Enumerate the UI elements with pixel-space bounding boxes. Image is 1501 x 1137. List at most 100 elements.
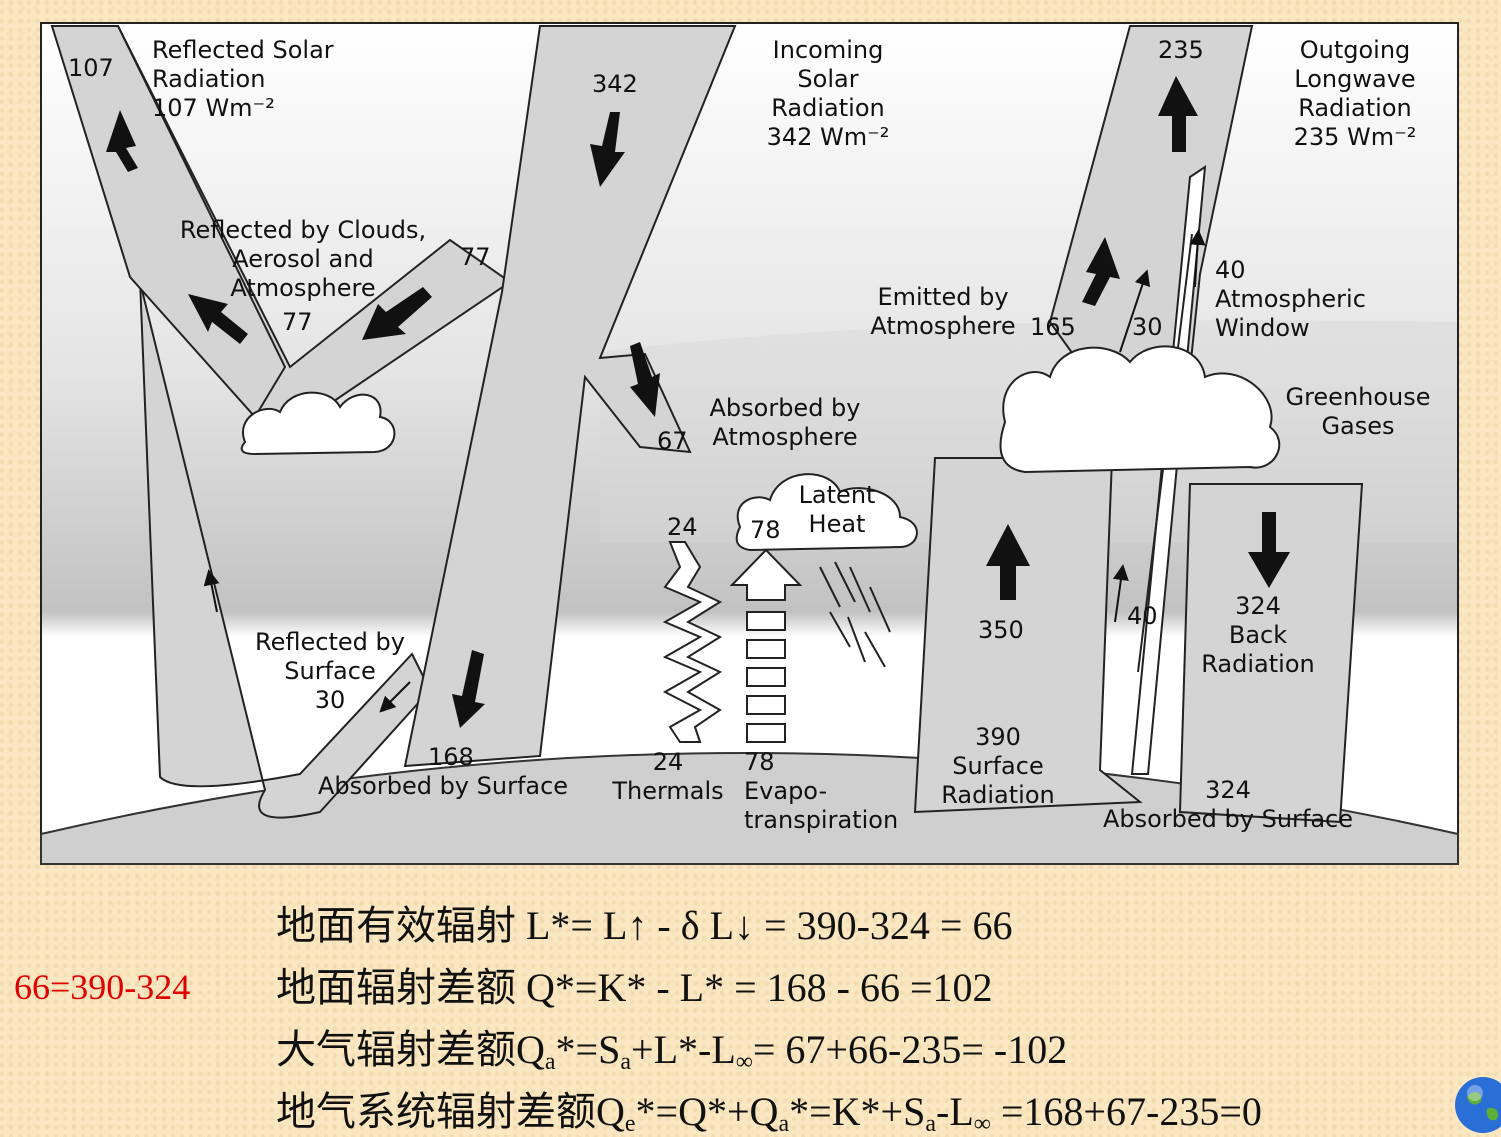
f4-a: 地气系统辐射差额Q xyxy=(276,1089,625,1134)
window-up-value: 40 xyxy=(1127,602,1158,630)
f4-g: -L xyxy=(936,1089,974,1134)
label-line: 235 Wm⁻² xyxy=(1294,123,1417,151)
thermals-up-value: 24 xyxy=(667,513,698,541)
evapo-up-value: 78 xyxy=(750,516,781,544)
f4-f: a xyxy=(925,1111,936,1137)
label-line: Emitted by xyxy=(877,283,1008,311)
cloud-left xyxy=(240,391,396,456)
label-line: Atmospheric xyxy=(1215,285,1366,313)
reflected-solar-value: 107 xyxy=(68,54,114,82)
cloud-latent xyxy=(735,473,918,552)
f4-e: *=K*+S xyxy=(789,1089,926,1134)
label-line: 30 xyxy=(315,686,346,714)
back-radiation-stream xyxy=(1178,483,1364,824)
olr-value: 235 xyxy=(1158,36,1204,64)
surface-rad-up-value: 350 xyxy=(978,616,1024,644)
arrow-up-olr-icon xyxy=(1158,76,1198,152)
label-line: Evapo- xyxy=(744,777,827,805)
label-line: 40 xyxy=(1215,256,1246,284)
label-line: Surface xyxy=(284,657,375,685)
label-line: 390 xyxy=(975,723,1021,751)
label-line: Latent xyxy=(799,481,876,509)
f4-i: =168+67-235=0 xyxy=(990,1089,1262,1134)
label-line: Radiation xyxy=(1201,650,1314,678)
label-line: Atmosphere xyxy=(870,312,1015,340)
f4-d: a xyxy=(778,1111,790,1137)
label-line: Reflected by Clouds, xyxy=(180,216,426,244)
label-line: Solar xyxy=(797,65,858,93)
label-line: Reflected by xyxy=(255,628,405,656)
formula-atmosphere-balance: 大气辐射差额Qa*=Sa+L*-L∞= 67+66-235= -102 xyxy=(276,1027,1068,1075)
label-line: Absorbed by Surface xyxy=(1103,805,1353,833)
side-note: 66=390-324 xyxy=(14,967,191,1007)
absorbed-surface-label: Absorbed by Surface xyxy=(318,772,568,800)
f3-f: ∞ xyxy=(735,1049,753,1075)
incoming-solar-stream xyxy=(403,25,737,768)
arrow-down-surface-icon xyxy=(452,650,485,728)
label-line: Radiation xyxy=(152,65,265,93)
incoming-value: 342 xyxy=(592,70,638,98)
label-line: Surface xyxy=(952,752,1043,780)
label-line: Incoming xyxy=(773,36,884,64)
label-line: Radiation xyxy=(941,781,1054,809)
absorbed-atmos-value: 67 xyxy=(657,427,688,455)
label-line: Window xyxy=(1215,314,1310,342)
f3-d: a xyxy=(620,1049,632,1075)
f4-c: *=Q*+Q xyxy=(635,1089,779,1134)
f3-e: +L*-L xyxy=(631,1027,736,1072)
arrow-down-clouds-icon xyxy=(362,287,432,340)
arrow-down-back-icon xyxy=(1248,512,1290,588)
thin-arrows xyxy=(203,229,1206,713)
arrow-up-emitted-icon xyxy=(1082,237,1120,306)
emitted-clouds-value: 30 xyxy=(1132,313,1163,341)
f3-b: a xyxy=(544,1049,556,1075)
formula-system-balance: 地气系统辐射差额Qe*=Q*+Qa*=K*+Sa-L∞ =168+67-235=… xyxy=(276,1089,1262,1137)
label-line: Reflected Solar xyxy=(152,36,334,64)
arrow-left-clouds-icon xyxy=(188,294,248,344)
thermals-zigzag xyxy=(662,541,723,743)
label-line: Radiation xyxy=(771,94,884,122)
label-line: Aerosol and xyxy=(232,245,373,273)
emitted-atmos-value: 165 xyxy=(1030,313,1076,341)
formula-effective-radiation: 地面有效辐射 L*= L↑ - δ L↓ = 390-324 = 66 xyxy=(276,903,1013,948)
cloud-right xyxy=(999,345,1281,474)
f3-g: = 67+66-235= -102 xyxy=(752,1027,1068,1072)
label-line: Greenhouse xyxy=(1285,383,1430,411)
f3-c: *=S xyxy=(555,1027,621,1072)
label-line: Back xyxy=(1229,621,1287,649)
label-line: Atmosphere xyxy=(230,274,375,302)
label-line: 324 xyxy=(1235,592,1281,620)
f4-h: ∞ xyxy=(973,1111,991,1137)
absorbed-surface-value: 168 xyxy=(428,743,474,771)
atmospheric-window-channel xyxy=(1130,165,1207,775)
label-line: 342 Wm⁻² xyxy=(767,123,890,151)
label-line: 78 xyxy=(744,748,775,776)
globe-icon[interactable] xyxy=(1453,1075,1501,1135)
flow-arrows xyxy=(106,76,1290,728)
label-line: Heat xyxy=(809,510,866,538)
arrow-down-absorbed-atmos-icon xyxy=(630,342,660,417)
evapo-arrow xyxy=(729,548,803,743)
f4-b: e xyxy=(624,1111,636,1137)
label-line: 24 xyxy=(653,748,684,776)
reflected-clouds-value-b: 77 xyxy=(282,308,313,336)
arrow-down-incoming-icon xyxy=(590,112,625,187)
label-line: 107 Wm⁻² xyxy=(152,94,275,122)
label-line: Absorbed by xyxy=(709,394,860,422)
label-line: Radiation xyxy=(1298,94,1411,122)
label-line: Thermals xyxy=(611,777,723,805)
